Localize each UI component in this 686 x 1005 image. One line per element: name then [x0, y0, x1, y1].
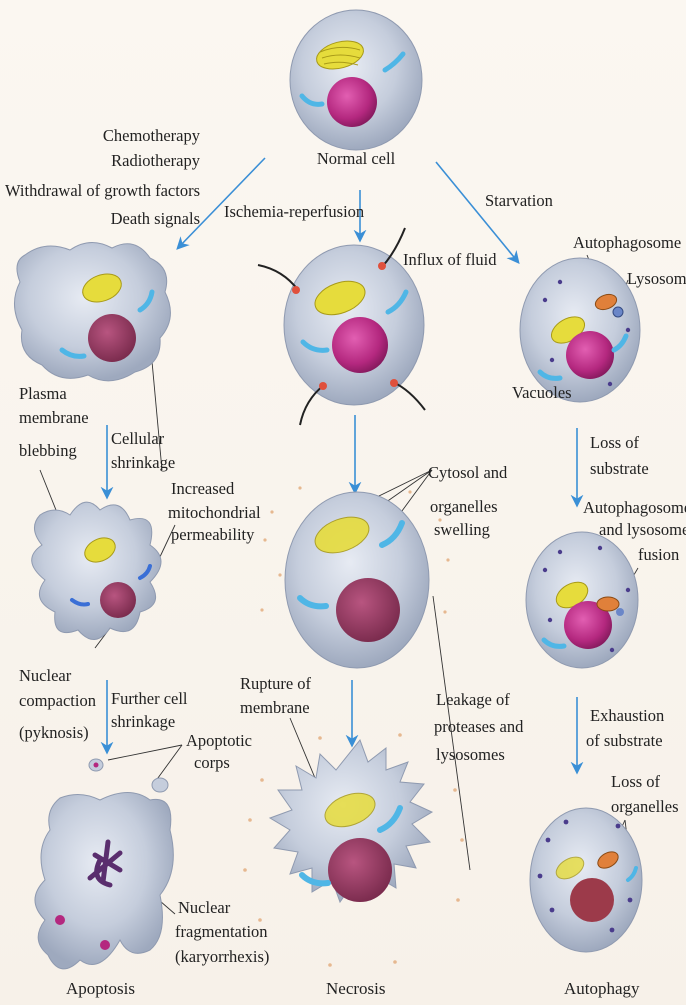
rupture-label-2: membrane [240, 697, 310, 718]
leakage-label-1: Leakage of [436, 689, 510, 710]
fusion-label-2: and lysosome [599, 519, 686, 540]
autophagy-cell-late [530, 808, 642, 952]
loss-substrate-label-2: substrate [590, 458, 649, 479]
fusion-label-1: Autophagosome [583, 497, 686, 518]
compaction-label-3: (pyknosis) [19, 722, 89, 743]
loss-organelles-label-1: Loss of [611, 771, 660, 792]
blebbing-label-1: Plasma [19, 383, 67, 404]
influx-of-fluid-label: Influx of fluid [403, 249, 496, 270]
exhaustion-label-2: of substrate [586, 730, 663, 751]
outcome-autophagy: Autophagy [564, 978, 640, 999]
fusion-label-3: fusion [638, 544, 679, 565]
fragmentation-label-2: fragmentation [175, 921, 268, 942]
lysosome-label: Lysosome [627, 268, 686, 289]
shrinkage-label-2: shrinkage [111, 452, 175, 473]
blebbing-label-3: blebbing [19, 440, 77, 461]
stimulus-growth-factor-withdrawal: Withdrawal of growth factors [0, 180, 200, 201]
outcome-necrosis: Necrosis [326, 978, 385, 999]
fragmentation-label-1: Nuclear [178, 897, 230, 918]
autophagy-cell-fusion [526, 532, 638, 668]
lysosome-organelle [613, 307, 623, 317]
normal-cell [290, 10, 422, 150]
compaction-label-1: Nuclear [19, 665, 71, 686]
vacuoles-label: Vacuoles [512, 382, 572, 403]
apoptotic-corp-2 [152, 778, 168, 792]
compaction-label-2: compaction [19, 690, 96, 711]
stimulus-death-signals: Death signals [0, 208, 200, 229]
outcome-apoptosis: Apoptosis [66, 978, 135, 999]
stimulus-starvation: Starvation [485, 190, 553, 211]
swelling-label-2: organelles [430, 496, 498, 517]
leakage-label-2: proteases and [434, 716, 523, 737]
mito-label-2: mitochondrial [168, 502, 261, 523]
apoptotic-body-cell [35, 759, 173, 969]
swelling-label-1: Cytosol and [428, 462, 507, 483]
apoptosis-cell-early [14, 242, 170, 380]
exhaustion-label-1: Exhaustion [590, 705, 664, 726]
necrosis-cell-ruptured [243, 733, 464, 967]
leakage-label-3: lysosomes [436, 744, 505, 765]
swelling-label-3: swelling [434, 519, 490, 540]
necrosis-cell-swelling [260, 486, 449, 668]
mito-label-3: permeability [171, 524, 254, 545]
loss-substrate-label-1: Loss of [590, 432, 639, 453]
apoptotic-corps-label-2: corps [194, 752, 230, 773]
necrosis-cell-influx [258, 228, 425, 425]
further-shrinkage-label-2: shrinkage [111, 711, 175, 732]
autophagy-cell-early [520, 258, 640, 402]
stimulus-radiotherapy: Radiotherapy [0, 150, 200, 171]
further-shrinkage-label-1: Further cell [111, 688, 188, 709]
autophagosome-label: Autophagosome [573, 232, 681, 253]
loss-organelles-label-2: organelles [611, 796, 679, 817]
arrow-to-autophagy [436, 162, 518, 262]
stimulus-chemotherapy: Chemotherapy [0, 125, 200, 146]
apoptosis-cell-shrunk [32, 502, 161, 639]
apoptotic-corps-label-1: Apoptotic [186, 730, 252, 751]
normal-cell-label: Normal cell [296, 148, 416, 169]
shrinkage-label-1: Cellular [111, 428, 164, 449]
rupture-label-1: Rupture of [240, 673, 311, 694]
stimulus-ischemia-reperfusion: Ischemia-reperfusion [224, 201, 364, 222]
fragmentation-label-3: (karyorrhexis) [175, 946, 269, 967]
blebbing-label-2: membrane [19, 407, 89, 428]
mito-label-1: Increased [171, 478, 234, 499]
